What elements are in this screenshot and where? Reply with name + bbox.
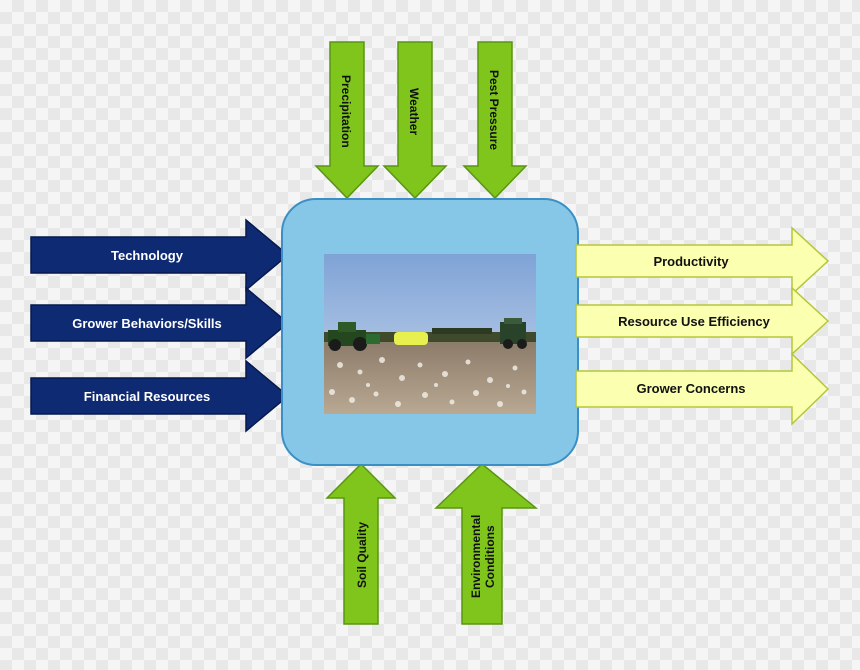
- cotton-field-photo-icon: [324, 254, 536, 414]
- output-arrow-resource-use-efficiency: [575, 286, 830, 356]
- output-arrow-productivity: [575, 226, 830, 296]
- bottom-label-environmental-line2: Conditions: [483, 525, 497, 588]
- top-arrow-weather: [382, 41, 448, 200]
- top-arrow-pest-pressure: [462, 41, 528, 200]
- left-arrow-financial-resources: [30, 359, 290, 433]
- top-label-weather: Weather: [407, 88, 421, 135]
- bottom-label-environmental-line1: Environmental: [469, 515, 483, 598]
- bottom-input-arrows: [325, 462, 539, 625]
- left-label-financial-resources: Financial Resources: [84, 389, 210, 404]
- left-label-technology: Technology: [111, 248, 184, 263]
- left-input-arrows: [30, 218, 290, 433]
- output-label-grower-concerns: Grower Concerns: [636, 381, 745, 396]
- bottom-arrow-environmental-conditions: [434, 463, 539, 625]
- output-arrow-grower-concerns: [575, 352, 830, 426]
- output-label-resource-use-efficiency: Resource Use Efficiency: [618, 314, 771, 329]
- top-label-precipitation: Precipitation: [339, 75, 353, 148]
- top-label-pest-pressure: Pest Pressure: [487, 70, 501, 150]
- left-label-grower-behaviors: Grower Behaviors/Skills: [72, 316, 222, 331]
- output-arrows: [575, 226, 830, 426]
- left-arrow-grower-behaviors: [30, 286, 290, 360]
- output-label-productivity: Productivity: [653, 254, 729, 269]
- bottom-arrow-soil-quality: [325, 462, 397, 625]
- left-arrow-technology: [30, 218, 290, 292]
- top-arrow-precipitation: [314, 41, 380, 200]
- bottom-label-soil-quality: Soil Quality: [355, 522, 369, 588]
- top-input-arrows: [314, 41, 528, 200]
